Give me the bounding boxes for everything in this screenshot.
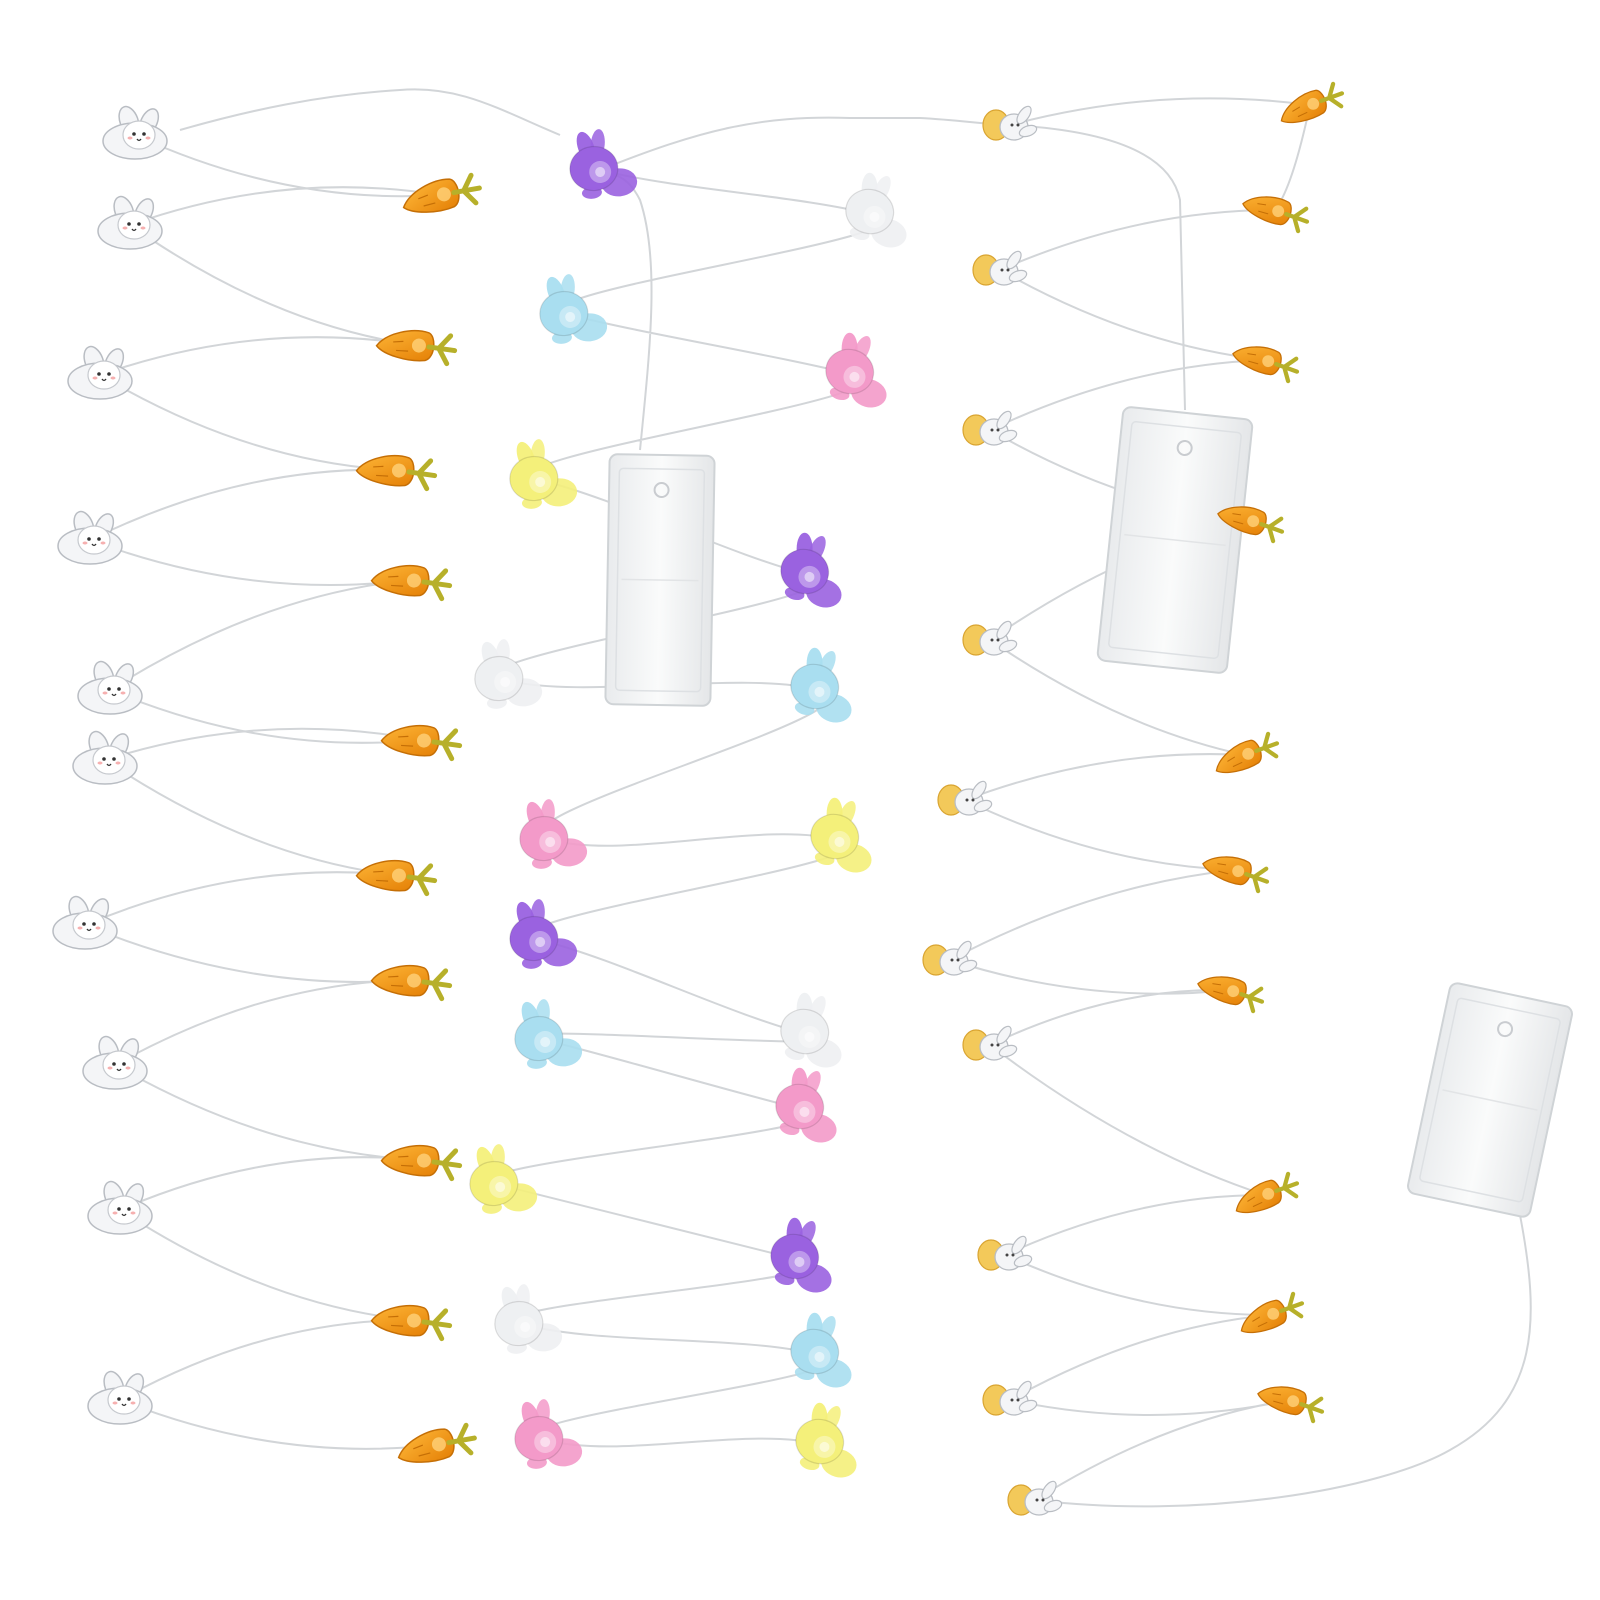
mini-bunny-light-icon (962, 408, 1019, 446)
carrot-light-icon (370, 560, 451, 601)
carrot-light-icon (370, 1300, 451, 1341)
carrot-light-icon (380, 1140, 461, 1181)
carrot-light-icon (370, 960, 451, 1001)
mini-bunny-light-icon (922, 938, 979, 976)
battery-box-icon (1407, 982, 1573, 1218)
battery-box-icon (604, 453, 716, 707)
crystal-bunny-light-icon (768, 1061, 852, 1147)
carrot-light-icon (395, 1424, 477, 1467)
carrot-light-icon (375, 325, 456, 366)
bunny-light-icon (87, 1368, 153, 1425)
crystal-bunny-light-icon (773, 526, 857, 612)
bunny-light-icon (82, 1033, 148, 1090)
crystal-bunny-light-icon (838, 166, 922, 252)
carrot-light-icon (380, 720, 461, 761)
bulb-layer (52, 82, 1346, 1516)
carrot-light-icon (1195, 967, 1266, 1014)
mini-bunny-light-icon (977, 1233, 1034, 1271)
carrot-light-icon (1230, 337, 1301, 384)
bunny-light-icon (52, 893, 118, 950)
crystal-bunny-light-icon (783, 641, 867, 727)
mini-bunny-light-icon (982, 103, 1039, 141)
crystal-bunny-light-icon (788, 1396, 872, 1482)
battery-box-icon (1096, 406, 1254, 674)
mini-bunny-light-icon (962, 618, 1019, 656)
wire (84, 88, 561, 1450)
crystal-bunny-light-icon (465, 1139, 539, 1217)
carrot-light-icon (400, 174, 482, 217)
bunny-light-icon (87, 1178, 153, 1235)
carrot-light-icon (1275, 82, 1346, 129)
bunny-light-icon (72, 728, 138, 785)
crystal-bunny-light-icon (535, 269, 609, 347)
battery-box-layer (604, 406, 1573, 1218)
crystal-bunny-light-icon (783, 1306, 867, 1392)
mini-bunny-light-icon (1007, 1478, 1064, 1516)
crystal-bunny-light-icon (763, 1211, 847, 1297)
wire-layer (84, 88, 1532, 1508)
mini-bunny-light-icon (962, 1023, 1019, 1061)
bunny-light-icon (57, 508, 123, 565)
carrot-light-icon (355, 450, 436, 491)
carrot-light-icon (1240, 187, 1311, 234)
crystal-bunny-light-icon (505, 894, 579, 972)
crystal-bunny-light-icon (510, 1394, 584, 1472)
crystal-bunny-light-icon (818, 326, 902, 412)
crystal-bunny-light-icon (470, 634, 544, 712)
crystal-bunny-light-icon (505, 434, 579, 512)
mini-bunny-light-icon (972, 248, 1029, 286)
bunny-light-icon (77, 658, 143, 715)
wire (949, 97, 1532, 1508)
crystal-bunny-light-icon (803, 791, 887, 877)
mini-bunny-light-icon (937, 778, 994, 816)
bunny-light-icon (67, 343, 133, 400)
bunny-light-icon (97, 193, 163, 250)
crystal-bunny-light-icon (773, 986, 857, 1072)
carrot-light-icon (1255, 1377, 1326, 1424)
carrot-light-icon (1200, 847, 1271, 894)
mini-bunny-light-icon (982, 1378, 1039, 1416)
carrot-light-icon (355, 855, 436, 896)
bunny-light-icon (102, 103, 168, 160)
crystal-bunny-light-icon (490, 1279, 564, 1357)
crystal-bunny-light-icon (565, 124, 639, 202)
